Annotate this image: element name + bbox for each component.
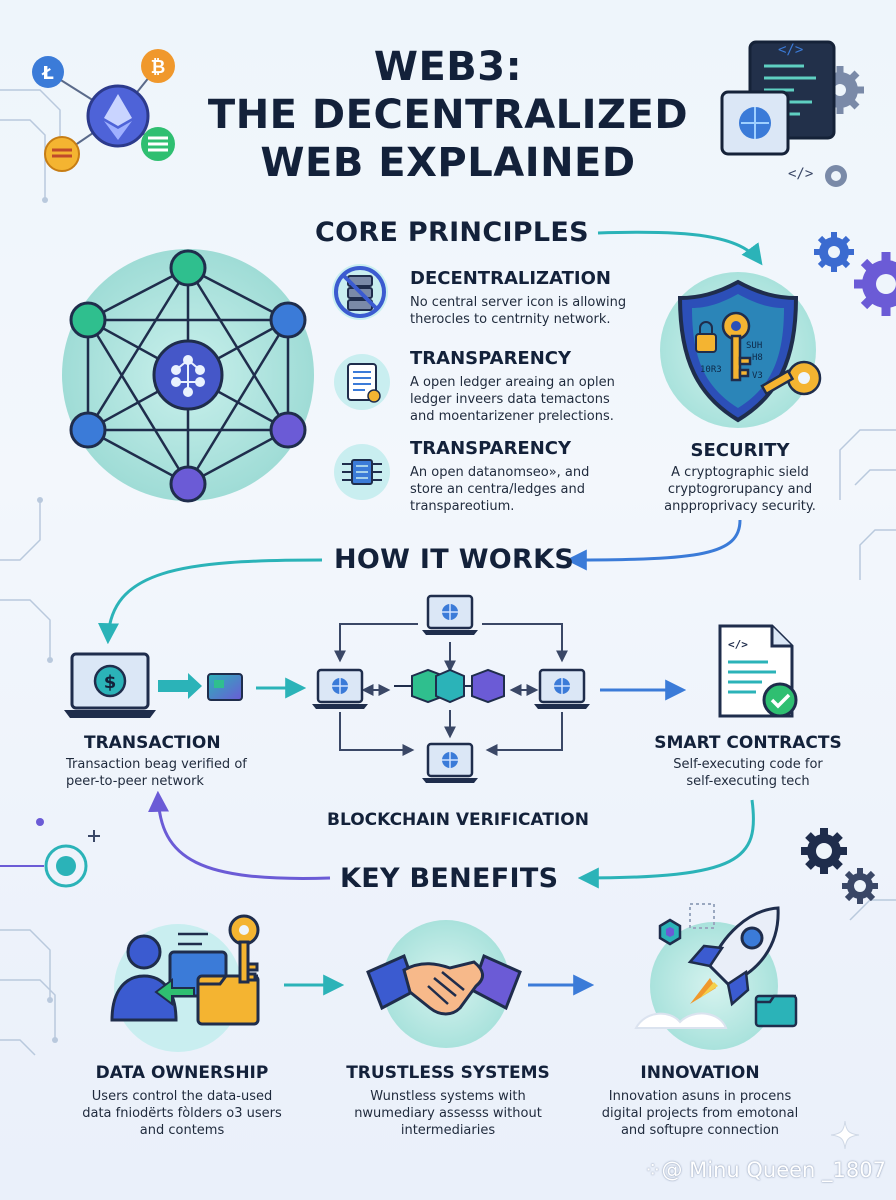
node-laptop-bottom [422,742,478,783]
core-principles-heading: CORE PRINCIPLES [315,217,589,248]
principle-3-desc: An open datanomseo», and store an centra… [410,465,590,514]
ledger-scroll-icon [334,354,390,410]
node-laptop-top [422,594,478,635]
circuit-nodes-left [37,157,63,1043]
arrow-to-key-benefits [577,799,755,889]
how-it-works-heading: HOW IT WORKS [334,544,575,575]
security-desc: A cryptographic sield cryptogrorupancy a… [664,465,816,514]
network-diagram [62,249,314,503]
arrow-back-to-transaction [148,790,331,880]
title-line-1: WEB3: [373,44,523,90]
transaction-title: TRANSACTION [84,733,221,753]
rocket-icon [634,903,798,1050]
blockchain-verification-title: BLOCKCHAIN VERIFICATION [327,810,589,830]
gears-right-icon [814,232,896,316]
crypto-cluster: Ł ₿ [32,49,175,172]
svg-text:</>: </> [728,638,748,651]
benefit-3-title: INNOVATION [640,1063,760,1083]
svg-text:Ł: Ł [41,63,54,84]
orbit-decor-left [0,818,100,888]
ethereum-icon [86,84,150,148]
svg-text:SUH: SUH [746,341,762,351]
security-title: SECURITY [690,440,790,461]
svg-text:H8: H8 [752,353,763,363]
benefit-1-title: DATA OWNERSHIP [95,1063,269,1083]
svg-text:$: $ [104,672,117,693]
user-folder-key-icon [110,914,260,1052]
title-line-3: WEB EXPLAINED [260,140,636,186]
key-benefits-heading: KEY BENEFITS [340,863,559,894]
principle-1-desc: No central server icon is allowing thero… [410,295,627,327]
litecoin-icon: Ł [32,56,64,88]
solana-icon [141,127,175,161]
svg-text:V3: V3 [752,371,763,381]
blockchain-diagram [312,594,590,783]
svg-text:₿: ₿ [151,57,166,78]
handshake-icon [366,920,522,1048]
benefit-1-desc: Users control the data-used data fniodër… [82,1089,282,1138]
smart-contracts-desc: Self-executing code for self-executing t… [673,757,823,789]
transaction-desc: Transaction beag verified of peer-to-pee… [66,757,247,789]
node-laptop-left [312,668,368,709]
arrow-to-transaction [98,558,323,645]
principle-3-title: TRANSPARENCY [410,438,572,459]
block-chain [394,668,505,704]
arrow-to-how-it-works [565,519,742,571]
watermark-text: ⁘@ Minu Queen _1807 [643,1158,886,1182]
benefit-2-title: TRUSTLESS SYSTEMS [346,1063,550,1083]
benefit-2-desc: Wunstless systems with nwumediary assess… [354,1089,542,1138]
circuit-chip-icon [334,444,390,500]
small-gear-icon [825,165,847,187]
principle-1-title: DECENTRALIZATION [410,268,611,289]
arrow-to-security [597,230,763,266]
principle-2-desc: A open ledger areaing an oplen ledger in… [410,375,615,424]
sparkle-icon [830,1120,860,1150]
svg-text:</>: </> [788,166,813,182]
benefit-3-desc: Innovation asuns in procens digital proj… [601,1089,799,1138]
card-icon [207,673,243,701]
code-screens-decor: </> </> [720,40,864,187]
contract-document-icon: </> [718,624,798,718]
svg-text:</>: </> [778,42,803,58]
circuit-traces-left [0,89,61,1056]
principle-2-title: TRANSPARENCY [410,348,572,369]
gears-right-lower-icon [801,828,878,904]
svg-text:10R3: 10R3 [700,365,722,375]
bitcoin-icon: ₿ [141,49,175,83]
arrow-laptop-to-card [158,673,202,699]
laptop-dollar-icon: $ [64,652,156,718]
no-server-icon [332,264,388,320]
node-laptop-right [534,668,590,709]
smart-contracts-title: SMART CONTRACTS [654,733,842,753]
title-line-2: THE DECENTRALIZED [207,92,689,138]
coin-icon [44,136,80,172]
